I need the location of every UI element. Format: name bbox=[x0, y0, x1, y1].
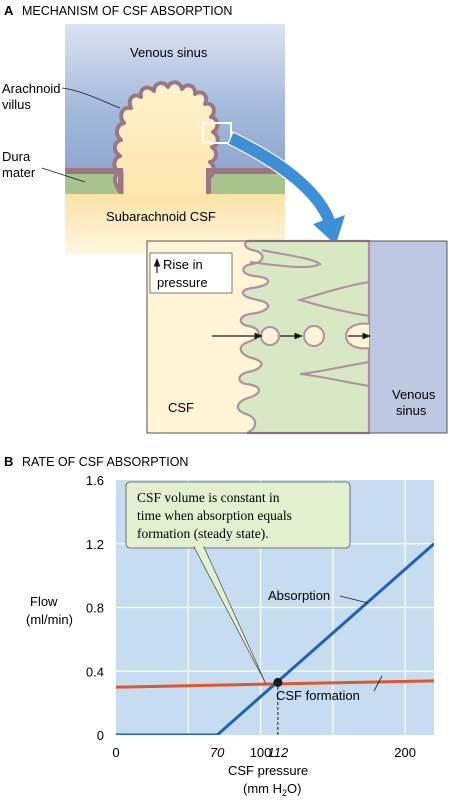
arachnoid-label-2: villus bbox=[2, 97, 31, 112]
formation-label: CSF formation bbox=[276, 688, 360, 703]
x-tick-label: 200 bbox=[394, 745, 416, 760]
panel-a-letter: A bbox=[4, 3, 14, 18]
callout-line-3: formation (steady state). bbox=[137, 526, 269, 541]
vesicle-2 bbox=[303, 325, 325, 347]
subarachnoid-label: Subarachnoid CSF bbox=[106, 209, 216, 224]
y-tick-label: 1.6 bbox=[86, 473, 104, 488]
rise-label-1: Rise in bbox=[163, 257, 203, 272]
x-tick-label: 70 bbox=[210, 745, 225, 760]
callout-line-2: time when absorption equals bbox=[137, 508, 292, 523]
y-tick-label: 0.4 bbox=[86, 664, 104, 679]
dura-label-2: mater bbox=[2, 165, 36, 180]
y-axis-label-2: (ml/min) bbox=[26, 612, 73, 627]
arachnoid-villus bbox=[65, 80, 285, 194]
steady-state-callout bbox=[125, 481, 351, 549]
panel-b-title: RATE OF CSF ABSORPTION bbox=[22, 455, 188, 469]
absorption-label: Absorption bbox=[268, 588, 330, 603]
rise-label-2: pressure bbox=[157, 275, 208, 290]
y-tick-label: 0 bbox=[97, 728, 104, 743]
dura-label-1: Dura bbox=[2, 149, 31, 164]
markers bbox=[273, 677, 283, 735]
inset-venous-label-1: Venous bbox=[392, 387, 436, 402]
steady-state-point bbox=[273, 677, 283, 687]
rise-pressure-box bbox=[149, 252, 233, 294]
y-axis-label-1: Flow bbox=[30, 594, 58, 609]
zoom-box bbox=[202, 122, 232, 144]
venous-sinus-label: Venous sinus bbox=[130, 45, 208, 60]
grid bbox=[116, 480, 434, 735]
x-axis-label-2: (mm H2O) bbox=[243, 781, 301, 798]
inset-venous-label-2: sinus bbox=[396, 403, 427, 418]
x-tick-label: 100 bbox=[250, 745, 272, 760]
x-tick-label: 112 bbox=[268, 745, 289, 760]
y-tick-label: 0.8 bbox=[86, 601, 104, 616]
absorption-leader bbox=[339, 595, 369, 604]
formation-leader bbox=[373, 675, 383, 692]
panel-a-title: MECHANISM OF CSF ABSORPTION bbox=[22, 4, 232, 18]
dura-leader-line bbox=[41, 167, 86, 183]
vesicle-1 bbox=[260, 326, 280, 346]
zoom-arrow bbox=[227, 131, 347, 248]
inset-magnified bbox=[146, 239, 448, 435]
y-tick-label: 1.2 bbox=[86, 537, 104, 552]
x-axis-label-1: CSF pressure bbox=[228, 763, 308, 778]
callout-line-1: CSF volume is constant in bbox=[137, 490, 280, 505]
x-tick-label: 0 bbox=[112, 745, 119, 760]
panel-b-letter: B bbox=[4, 454, 13, 469]
series-line-absorption bbox=[116, 542, 434, 735]
arachnoid-label-1: Arachnoid bbox=[2, 81, 61, 96]
inset-csf-label: CSF bbox=[168, 400, 194, 415]
arachnoid-leader-line bbox=[61, 87, 121, 109]
